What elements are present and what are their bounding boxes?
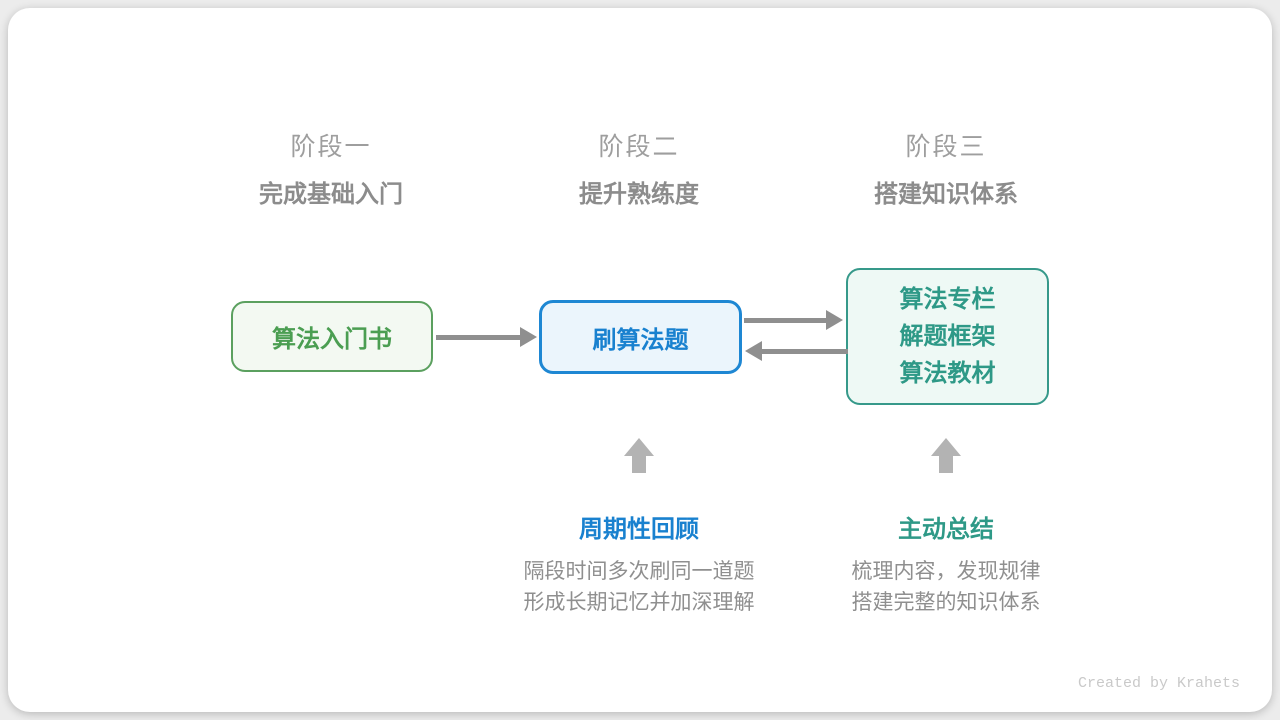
stage-1-number: 阶段一 (290, 133, 372, 161)
stage-2-title: 提升熟练度 (579, 181, 699, 208)
arrow-intro-to-practice-head-icon (520, 327, 537, 347)
arrow-resources-to-practice-line (761, 349, 848, 354)
annotation-summary-label: 主动总结 (898, 516, 994, 543)
annotation-review-desc-line-1: 隔段时间多次刷同一道题 (523, 560, 755, 583)
arrow-practice-to-resources-head-icon (826, 310, 843, 330)
stage-1-title: 完成基础入门 (259, 181, 403, 208)
node-resources-line-1: 算法专栏 (899, 286, 996, 313)
up-arrow-summary-stem (939, 455, 953, 473)
arrow-intro-to-practice-line (436, 335, 522, 340)
annotation-review-description: 隔段时间多次刷同一道题 形成长期记忆并加深理解 (489, 556, 789, 618)
arrow-practice-to-resources-line (744, 318, 828, 323)
annotation-review-label: 周期性回顾 (579, 516, 699, 543)
up-arrow-review-head-icon (624, 438, 654, 456)
stage-2-number: 阶段二 (598, 133, 680, 161)
annotation-summary-description: 梳理内容，发现规律 搭建完整的知识体系 (796, 556, 1096, 618)
node-resources-line-3: 算法教材 (899, 360, 996, 387)
node-knowledge-resources: 算法专栏 解题框架 算法教材 (846, 268, 1049, 405)
node-intro-book: 算法入门书 (231, 301, 433, 372)
stage-3-title: 搭建知识体系 (874, 181, 1018, 208)
up-arrow-summary-head-icon (931, 438, 961, 456)
up-arrow-review-stem (632, 455, 646, 473)
credit-text: Created by Krahets (1077, 675, 1240, 692)
annotation-review-desc-line-2: 形成长期记忆并加深理解 (523, 591, 755, 614)
arrow-resources-to-practice-head-icon (745, 341, 762, 361)
node-practice-problems: 刷算法题 (539, 300, 742, 374)
annotation-summary-desc-line-1: 梳理内容，发现规律 (851, 560, 1041, 583)
node-intro-book-label: 算法入门书 (272, 326, 392, 353)
annotation-summary-desc-line-2: 搭建完整的知识体系 (851, 591, 1041, 614)
node-practice-problems-label: 刷算法题 (592, 326, 689, 354)
stage-3-number: 阶段三 (905, 133, 987, 161)
node-resources-line-2: 解题框架 (899, 323, 996, 350)
